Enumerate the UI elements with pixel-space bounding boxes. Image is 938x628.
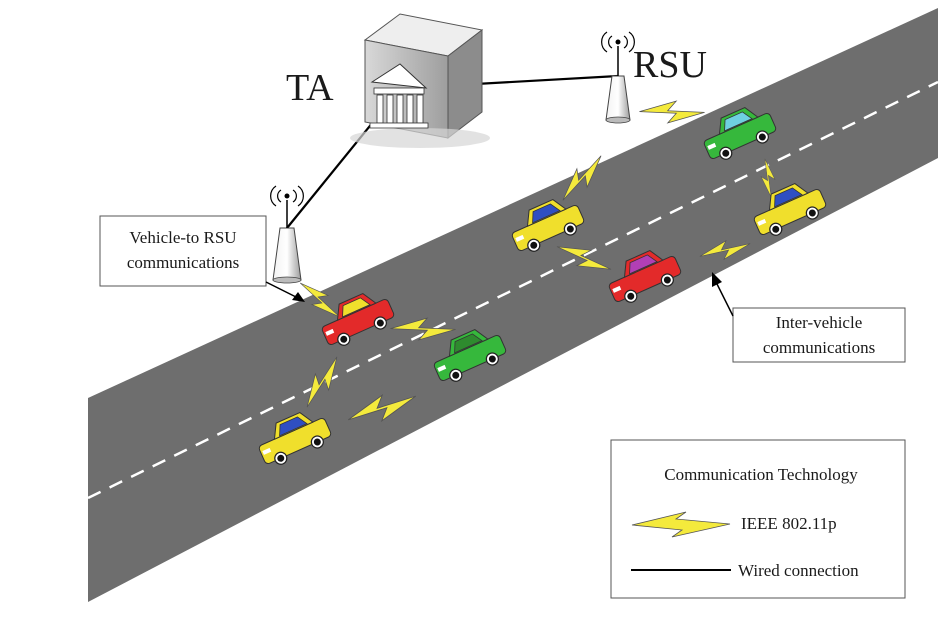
antenna-tower-icon — [270, 185, 304, 284]
lane-divider — [87, 80, 938, 500]
car-icon — [321, 292, 395, 346]
callout-vehicle-to-rsu: Vehicle-to RSU communications — [99, 215, 305, 302]
car-icon — [433, 328, 507, 382]
legend: Communication Technology IEEE 802.11p Wi… — [610, 439, 906, 599]
legend-title: Communication Technology — [664, 465, 858, 484]
car-icon — [258, 411, 332, 465]
callout-inter-vehicle: Inter-vehicle communications — [712, 272, 906, 363]
car-icon — [703, 106, 777, 160]
ta-building-icon — [350, 13, 490, 148]
car-icon — [753, 182, 827, 236]
vehicles — [258, 106, 827, 465]
legend-item-ieee: IEEE 802.11p — [741, 514, 837, 533]
car-icon — [511, 198, 585, 252]
lightning-bolt-icon — [631, 511, 731, 538]
antenna-tower-icon — [601, 31, 635, 124]
callout-inter-line1: Inter-vehicle — [776, 313, 863, 332]
car-icon — [608, 249, 682, 303]
callout-v2rsu-line1: Vehicle-to RSU — [129, 228, 236, 247]
callout-inter-line2: communications — [763, 338, 875, 357]
rsu-label: RSU — [633, 44, 707, 86]
ta-label: TA — [286, 67, 334, 109]
legend-item-wired: Wired connection — [738, 561, 859, 580]
callout-v2rsu-line2: communications — [127, 253, 239, 272]
